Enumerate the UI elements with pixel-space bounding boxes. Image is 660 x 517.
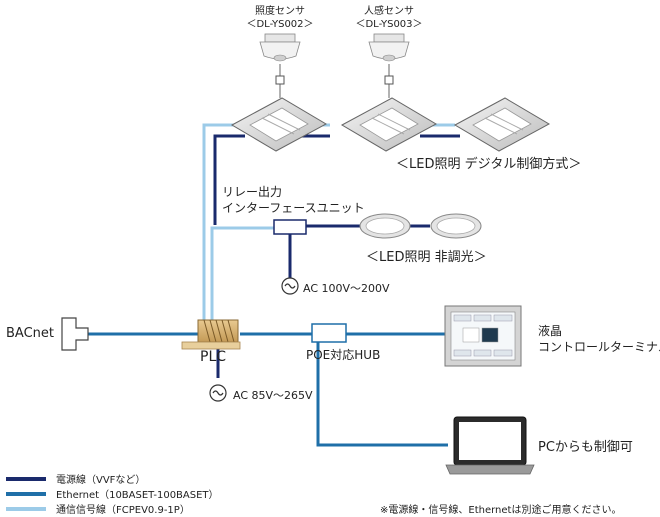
illuminance-sensor — [259, 33, 301, 98]
footnote: ※電源線・信号線、Ethernetは別途ご用意ください。 — [380, 505, 622, 516]
legend-label-signal: 通信信号線（FCPEV0.9-1P） — [56, 505, 190, 516]
led-panel-2 — [340, 97, 438, 152]
ac-plc-label: AC 85V～265V — [233, 389, 313, 402]
relay-label-line2: インターフェースユニット — [222, 201, 365, 215]
pc-control-label: PCからも制御可 — [538, 440, 633, 455]
legend-swatch-ethernet — [6, 492, 46, 496]
led-panel-1 — [230, 97, 328, 152]
legend-swatch-signal — [6, 507, 46, 511]
poe-hub-label: POE対応HUB — [306, 348, 381, 362]
bacnet-connector-icon — [61, 317, 89, 351]
downlight-1 — [359, 213, 411, 239]
plc-device — [181, 319, 241, 350]
legend-swatch-power — [6, 477, 46, 481]
led-fixed-label: ＜LED照明 非調光＞ — [366, 250, 487, 265]
lcd-label-line1: 液晶 — [538, 324, 563, 338]
illuminance-sensor-name: 照度センサ — [255, 6, 305, 17]
relay-label-line1: リレー出力 — [222, 185, 283, 199]
laptop-icon — [445, 416, 535, 475]
led-panel-3 — [453, 97, 551, 152]
ethernet-lines — [88, 332, 448, 447]
legend-label-ethernet: Ethernet（10BASET-100BASET） — [56, 490, 219, 501]
motion-sensor-model: ＜DL-YS003＞ — [355, 19, 423, 30]
downlight-2 — [430, 213, 482, 239]
motion-sensor — [368, 33, 410, 98]
ac-relay-label: AC 100V～200V — [303, 282, 390, 295]
led-digital-label: ＜LED照明 デジタル制御方式＞ — [396, 157, 582, 172]
relay-interface-unit — [273, 219, 307, 235]
legend-label-power: 電源線（VVFなど） — [56, 475, 146, 486]
plc-label: PLC — [200, 349, 227, 365]
lcd-terminal — [444, 305, 522, 367]
illuminance-sensor-model: ＜DL-YS002＞ — [246, 19, 314, 30]
lcd-label-line2: コントロールターミナル — [538, 340, 660, 354]
ac-source-relay-icon — [281, 277, 299, 295]
bacnet-label: BACnet — [6, 326, 54, 341]
motion-sensor-name: 人感センサ — [364, 6, 414, 17]
ac-source-plc-icon — [209, 384, 227, 402]
poe-hub — [311, 323, 347, 343]
